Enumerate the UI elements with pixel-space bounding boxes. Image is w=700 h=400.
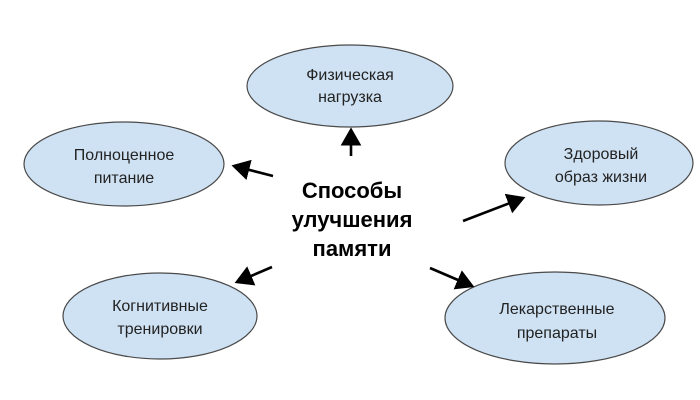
center-topic: Способы улучшения памяти [292,178,413,261]
node-ellipse [23,121,225,207]
node-label-line-2: нагрузка [318,89,382,106]
node-cognitive-training: Когнитивные тренировки [62,272,258,360]
node-label-line-2: образ жизни [555,169,647,186]
node-ellipse [444,271,666,365]
node-label-line-1: Когнитивные [112,298,208,315]
arrow-to-medications [429,266,475,290]
center-title-line-2: улучшения [292,207,413,232]
center-title-line-1: Способы [302,178,402,203]
arrow-to-cognitive-training [234,265,273,286]
arrow-to-healthy-lifestyle [462,193,526,223]
node-label-line-2: тренировки [117,321,202,338]
center-title-line-3: памяти [313,236,392,261]
node-label-line-1: Лекарственные [499,301,614,318]
node-label-line-1: Полноценное [74,147,175,164]
node-label-line-2: препараты [517,325,597,342]
node-ellipse [504,120,694,206]
node-label-line-2: питание [94,170,154,187]
node-physical-activity: Физическая нагрузка [246,44,454,128]
node-medications: Лекарственные препараты [444,271,666,365]
node-healthy-lifestyle: Здоровый образ жизни [504,120,694,206]
node-label-line-1: Здоровый [564,146,639,163]
node-full-nutrition: Полноценное питание [23,121,225,207]
arrow-to-full-nutrition [231,159,274,180]
node-label-line-1: Физическая [306,67,394,84]
node-ellipse [62,272,258,360]
node-ellipse [246,44,454,128]
